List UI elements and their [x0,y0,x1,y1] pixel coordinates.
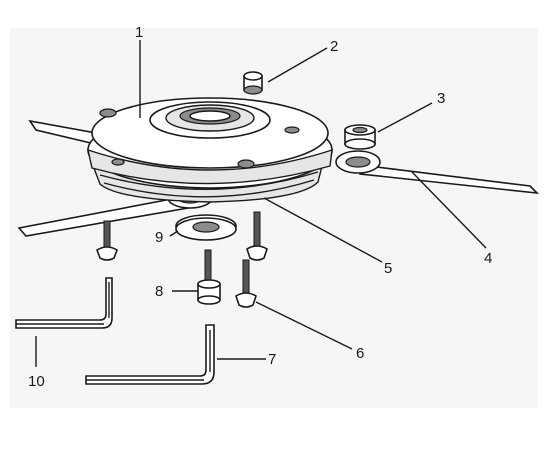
nut-right [344,124,376,150]
callout-3: 3 [437,90,445,107]
callout-4: 4 [484,250,492,267]
nut-top [243,71,263,95]
bolt-long [235,259,257,308]
cutter-hub [87,97,333,203]
callout-1: 1 [135,24,143,41]
bolt-left [96,220,118,261]
blade-right [335,150,540,195]
callout-10: 10 [28,373,45,390]
callout-2: 2 [330,38,338,55]
callout-6: 6 [356,345,364,362]
washer [175,214,237,241]
leader-lines [35,40,487,367]
allen-key-small [85,324,215,385]
callout-8: 8 [155,283,163,300]
bolt-right [246,211,268,261]
allen-key-large [15,277,113,329]
callout-9: 9 [155,229,163,246]
callout-5: 5 [384,260,392,277]
bolt-spacer [197,249,221,305]
callout-7: 7 [268,351,276,368]
